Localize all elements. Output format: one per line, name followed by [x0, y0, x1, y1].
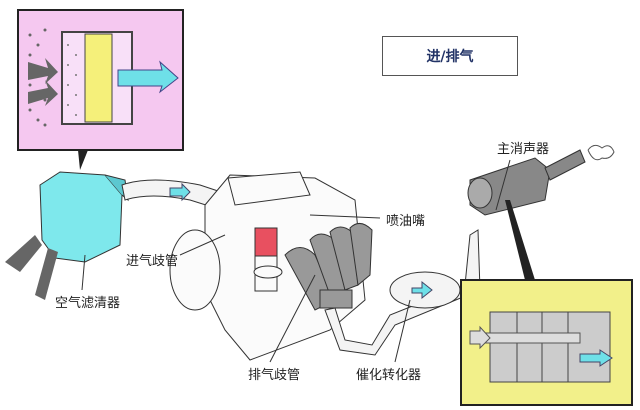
label-exhaust-manifold: 排气歧管 [248, 368, 301, 383]
air-in-arrow-icon [28, 80, 58, 106]
exhaust-manifold [284, 223, 373, 311]
air-in-arrow-icon [28, 58, 58, 84]
main-muffler [467, 144, 615, 216]
muffler-inset [460, 200, 633, 406]
label-air-filter: 空气滤清器 [55, 296, 121, 311]
label-catalytic-converter: 催化转化器 [356, 368, 422, 383]
air-filter [5, 171, 129, 300]
air-intake-arrow-icon [5, 235, 42, 272]
air-filter-inset [17, 9, 184, 170]
muffler-out-arrow-icon [579, 349, 613, 367]
engine-block [169, 171, 366, 361]
leader-lines [81, 159, 511, 363]
exhaust-smoke-icon [587, 144, 615, 161]
label-injector: 喷油嘴 [386, 214, 426, 229]
label-main-muffler: 主消声器 [497, 142, 550, 157]
exhaust-flow-arrow-icon [411, 280, 433, 300]
label-intake-manifold: 进气歧管 [126, 254, 179, 269]
clean-air-arrow-icon [117, 60, 179, 94]
title-box: 进/排气 [382, 36, 518, 76]
air-intake-arrow-icon [35, 248, 58, 300]
hot-cylinder [254, 227, 278, 257]
intake-flow-arrow-icon [169, 182, 191, 202]
filter-element [84, 33, 113, 123]
